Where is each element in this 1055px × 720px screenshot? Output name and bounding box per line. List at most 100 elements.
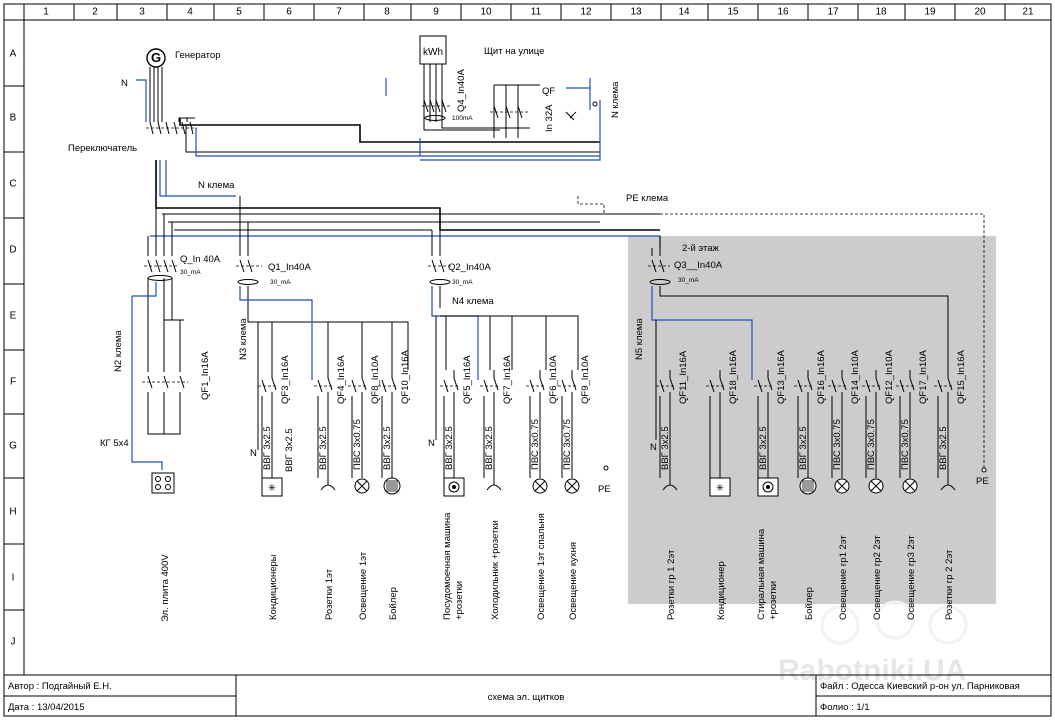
wash-icon (443, 477, 465, 497)
cable-label: ВВГ 3x2.5 (798, 426, 809, 470)
row-g: G (9, 441, 17, 452)
col-7: 7 (336, 7, 342, 18)
cable-label: ВВГ 3x2.5 (382, 426, 393, 470)
n-clamp-bus-label: N клема (198, 180, 235, 191)
qf-street-breaker: QF In 32A (490, 84, 555, 138)
generator: G Генератор (146, 48, 221, 68)
q3-pe-label: PE (976, 476, 989, 487)
cable-label-2: ВВГ 3x2.5 (284, 428, 295, 472)
cable-label: ВВГ 3x2.5 (660, 426, 671, 470)
load-label-2: +розетки (454, 581, 465, 620)
cable-label: ВВГ 3x2.5 (318, 426, 329, 470)
row-j: J (11, 637, 16, 648)
boiler-icon (383, 477, 401, 495)
load-label: Розетки гр 1 2эт (666, 549, 677, 620)
breaker-label: QF16_In16A (816, 349, 827, 404)
breaker-label: QF15_In16A (956, 349, 967, 404)
file-field: Файл : Одесса Киевский р-он ул. Парников… (820, 681, 1020, 692)
folio-field: Фолио : 1/1 (820, 702, 870, 713)
row-i: I (12, 573, 15, 584)
cable-label: ПВС 3x0.75 (530, 419, 541, 470)
q4-rating: 100mA (452, 115, 473, 122)
breaker-label: QF13_In16A (776, 349, 787, 404)
drawing-title: схема эл. щитков (488, 692, 565, 703)
meter-label: kWh (423, 47, 443, 58)
generator-n-label: N (121, 78, 128, 89)
energy-meter (419, 35, 447, 65)
lamp-icon (532, 478, 548, 494)
cable-label: ПВС 3x0.75 (832, 419, 843, 470)
second-floor-area (628, 236, 996, 604)
load-label: Бойлер (804, 587, 815, 620)
load-label: Бойлер (388, 587, 399, 620)
load-label: Освещение гр2 2эт (872, 535, 883, 620)
breaker-label: QF8_In10A (370, 355, 381, 404)
sheet-frame (3, 3, 1052, 717)
col-16: 16 (777, 7, 789, 18)
socket-icon (662, 476, 678, 491)
breaker-label: QF10_In16A (400, 349, 411, 404)
row-e: E (10, 311, 17, 322)
breaker-label: QF17_In10A (918, 349, 929, 404)
col-2: 2 (92, 7, 98, 18)
lamp-icon (834, 478, 850, 494)
second-floor-label: 2-й этаж (682, 243, 720, 254)
load-label: Освещение кухня (568, 542, 579, 620)
q2-pe-label: PE (598, 484, 611, 495)
col-20: 20 (974, 7, 986, 18)
n4-clamp-label: N4 клема (452, 296, 494, 307)
breaker-label: QF5_In16A (462, 355, 473, 404)
col-18: 18 (875, 7, 887, 18)
col-13: 13 (630, 7, 642, 18)
col-1: 1 (43, 7, 49, 18)
col-12: 12 (580, 7, 592, 18)
q3-n-label: N (650, 442, 657, 453)
load-label-2: +розетки (768, 581, 779, 620)
load-label: Розетки 1эт (324, 568, 335, 620)
breaker-label: QF3_In16A (280, 355, 291, 404)
title-block: Автор : Подгайный Е.Н. Дата : 13/04/2015… (4, 674, 1051, 716)
load-label: Освещение 1эт спальня (536, 513, 547, 620)
pe-clamp-label: PE клема (626, 193, 669, 204)
n3-clamp-label: N3 клема (238, 318, 249, 360)
qf-label: QF (542, 86, 555, 97)
q2-label: Q2_In40A (448, 262, 491, 273)
row-ruler: A B C D E F G H I J (4, 49, 24, 648)
socket-icon (940, 476, 956, 491)
col-5: 5 (236, 7, 242, 18)
q3-rating: 30_mA (678, 277, 699, 284)
q3-label: Q3__In40A (674, 260, 723, 271)
load-label: Освещение 1эт (358, 551, 369, 620)
load-label: Холодильник +розетки (490, 520, 501, 620)
breaker-label: QF9_In10A (580, 355, 591, 404)
col-15: 15 (727, 7, 739, 18)
qf-rating: In 32A (544, 104, 555, 132)
cable-label: ПВС 3x0.75 (866, 419, 877, 470)
svg-text:✳: ✳ (716, 483, 724, 494)
col-3: 3 (139, 7, 145, 18)
breaker-label: QF12_In10A (884, 349, 895, 404)
lamp-icon (564, 478, 580, 494)
generator-label: Генератор (175, 50, 221, 61)
ac-icon: ✳ (261, 477, 283, 497)
date-field: Дата : 13/04/2015 (8, 702, 85, 713)
n2-clamp-label: N2 клема (113, 330, 124, 372)
col-11: 11 (531, 7, 542, 18)
stove-cable-label: КГ 5x4 (100, 438, 129, 449)
column-ruler: 1 2 3 4 5 6 7 8 9 10 11 12 13 14 15 16 1… (43, 4, 1034, 20)
load-label: Посудомоечная машина (442, 512, 453, 620)
socket-icon (320, 476, 336, 491)
q2-group: Q2_In40A 30_mA N4 клема N PE (428, 208, 611, 495)
row-b: B (10, 113, 17, 124)
row-d: D (9, 245, 16, 256)
